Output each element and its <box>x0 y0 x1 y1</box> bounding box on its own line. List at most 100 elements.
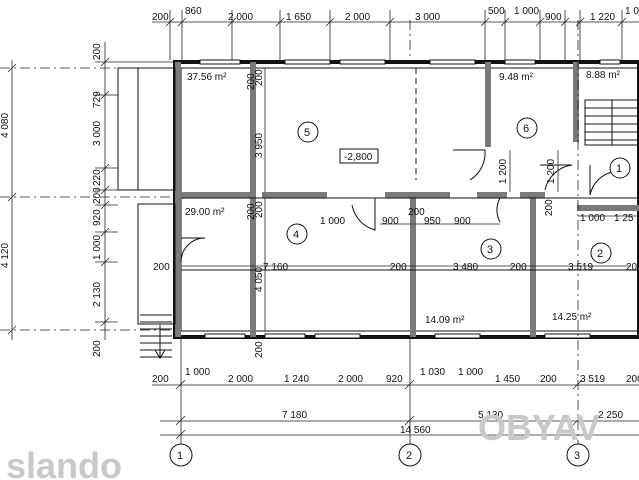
room-1-number: 1 <box>616 163 622 175</box>
bottom-dim2-0: 7 180 <box>282 410 307 421</box>
int-dim-22: 200 <box>246 203 257 220</box>
axis-markers <box>169 443 590 467</box>
watermark-left: slando <box>6 445 122 480</box>
exterior-walls <box>173 60 639 339</box>
top-dim-5: 3 000 <box>415 12 440 23</box>
room-6-area: 9.48 m² <box>499 72 534 83</box>
watermarks: slando OBYAV <box>6 407 600 480</box>
top-dimension-chain <box>152 10 639 60</box>
top-dim-8: 900 <box>545 12 562 23</box>
bottom-dim-4: 2 000 <box>338 374 363 385</box>
axis-labels: 1 2 3 <box>177 450 580 462</box>
int-dim-13: 1 000 <box>580 213 605 224</box>
int-dim-4: 200 <box>153 262 170 273</box>
room-6-marker <box>516 117 538 139</box>
bottom-dim-7: 1 000 <box>458 367 483 378</box>
room-2-marker <box>590 242 612 264</box>
top-dim-6: 500 <box>488 6 505 17</box>
room-3-marker <box>480 238 502 260</box>
interior-lines <box>181 68 639 271</box>
bottom-dim-3: 1 240 <box>284 374 309 385</box>
bottom-dim2-2: 2 250 <box>598 410 623 421</box>
left-dim-outer-0: 4 080 <box>0 113 11 138</box>
axis-1-label: 1 <box>177 450 183 462</box>
axis-3-marker <box>566 443 590 467</box>
bottom-dimension-labels: 200 1 000 2 000 1 240 2 000 920 1 030 1 … <box>152 367 639 436</box>
room-2-number: 2 <box>597 248 603 260</box>
int-dim-15: 7 160 <box>263 262 288 273</box>
room-3-area: 14.09 m² <box>425 315 465 326</box>
bottom-dim-1: 1 000 <box>185 367 210 378</box>
interior-dimension-lines <box>181 68 639 331</box>
room-4-number: 4 <box>293 229 299 241</box>
room-numbers: 5 6 4 3 2 1 <box>293 123 622 260</box>
int-dim-18: 200 <box>510 262 527 273</box>
extra-area: 8.88 m² <box>586 70 621 81</box>
axis-3-label: 3 <box>574 450 580 462</box>
int-dim-1: 4 050 <box>254 267 265 292</box>
room-5-number: 5 <box>304 127 310 139</box>
left-dim-5: 920 <box>92 209 103 226</box>
left-balcony <box>117 67 176 359</box>
top-dim-2: 2 000 <box>228 12 253 23</box>
bottom-dim-8: 1 450 <box>495 374 520 385</box>
top-dim-0: 200 <box>152 12 169 23</box>
bottom-dim-11: 200 <box>626 374 639 385</box>
int-dim-19: 3.519 <box>568 262 593 273</box>
int-dim-2: 200 <box>254 69 265 86</box>
room-labels: 37.56 m² 9.48 m² 8.88 m² 29.00 m² 14.09 … <box>185 70 621 326</box>
int-dim-14: 1 25 <box>614 213 634 224</box>
watermark-right: OBYAV <box>478 407 600 448</box>
left-dim-3: 220 <box>92 169 103 186</box>
bottom-dim-6: 1 030 <box>420 367 445 378</box>
left-dim-1: 729 <box>92 91 103 108</box>
room-4-area: 29.00 m² <box>185 207 225 218</box>
left-dim-2: 3 000 <box>92 121 103 146</box>
level-mark-text: -2,800 <box>344 152 373 163</box>
bottom-dim-2: 2 000 <box>228 374 253 385</box>
windows <box>199 59 621 339</box>
room-5-area: 37.56 m² <box>187 72 227 83</box>
left-dim-4: 200 <box>92 187 103 204</box>
bottom-dim-9: 200 <box>540 374 557 385</box>
left-dim-6: 1 000 <box>92 235 103 260</box>
level-mark: -2,800 <box>339 148 379 164</box>
interior-dimension-labels: 3 950 4 050 200 200 200 200 1 000 900 20… <box>153 69 638 358</box>
bottom-dimension-chains <box>152 20 639 445</box>
top-dim-4: 2 000 <box>345 12 370 23</box>
bottom-dim2-1: 5 130 <box>478 410 503 421</box>
int-dim-16: 200 <box>390 262 407 273</box>
axis-2-marker <box>398 443 422 467</box>
room-5-marker <box>297 121 319 143</box>
top-dimension-labels: 200 860 2 000 1 650 2 000 3 000 500 1 00… <box>152 6 639 23</box>
int-dim-8: 200 <box>408 207 425 218</box>
int-dim-20: 20 <box>626 262 638 273</box>
int-dim-10: 900 <box>454 216 471 227</box>
hatched-wall-segments <box>175 62 639 337</box>
top-dim-10: 1 02 <box>625 6 639 17</box>
int-dim-17: 3 480 <box>453 262 478 273</box>
left-dimension-labels: 4 080 4 120 200 729 3 000 220 200 920 1 … <box>0 43 103 357</box>
int-dim-23: 200 <box>544 199 555 216</box>
left-dim-8: 200 <box>92 340 103 357</box>
int-dim-11: 1 200 <box>498 159 509 184</box>
int-dim-21: 200 <box>246 73 257 90</box>
int-dim-7: 900 <box>382 216 399 227</box>
axis-2-label: 2 <box>406 450 412 462</box>
left-dim-7: 2 130 <box>92 282 103 307</box>
axis-1-marker <box>169 443 193 467</box>
room-3-number: 3 <box>487 244 493 256</box>
int-dim-12: 1 200 <box>546 159 557 184</box>
bottom-dim-10: 3 519 <box>580 374 605 385</box>
top-dim-1: 860 <box>185 6 202 17</box>
doors <box>180 149 613 263</box>
room-4-marker <box>286 223 308 245</box>
int-dim-9: 950 <box>424 216 441 227</box>
top-dim-9: 1 220 <box>590 12 615 23</box>
int-dim-6: 1 000 <box>320 216 345 227</box>
top-dim-7: 1 000 <box>514 6 539 17</box>
room-6-number: 6 <box>523 123 529 135</box>
room-2-area: 14.25 m² <box>552 312 592 323</box>
int-dim-5: 200 <box>254 341 265 358</box>
